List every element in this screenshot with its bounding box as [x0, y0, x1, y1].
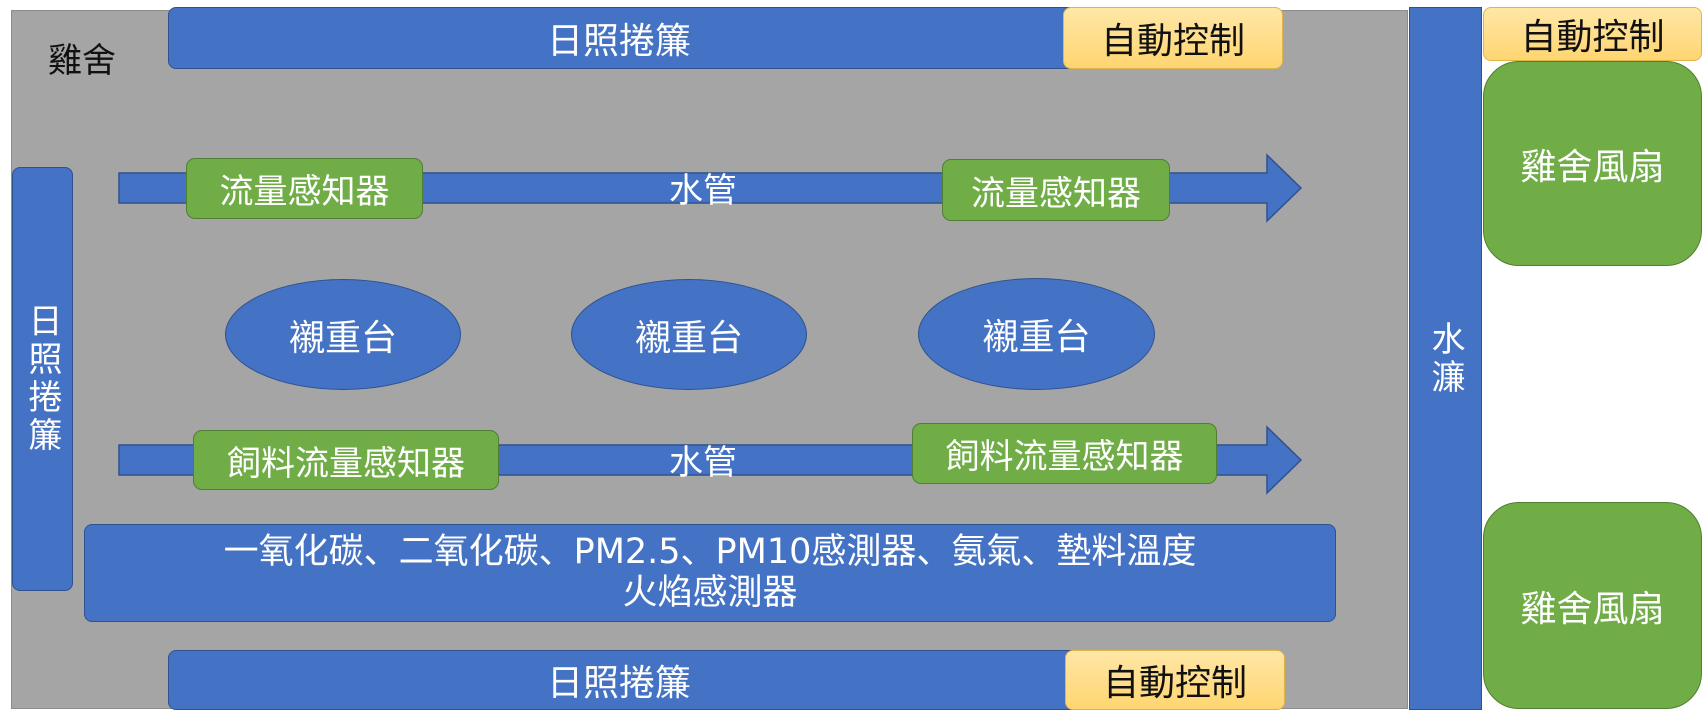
water-curtain-label: 水濂 [1425, 320, 1465, 397]
auto-control-bottom: 自動控制 [1065, 650, 1285, 710]
flow-sensor-2: 流量感知器 [942, 159, 1170, 221]
weighing-platform-3: 襯重台 [918, 278, 1155, 390]
flow-sensor-1: 流量感知器 [186, 158, 423, 219]
sunshade-left: 日照捲簾 [12, 167, 73, 591]
auto-control-right: 自動控制 [1483, 7, 1702, 61]
feed-flow-sensor-1: 飼料流量感知器 [193, 430, 499, 490]
coop-fan-2: 雞舍風扇 [1483, 502, 1702, 709]
water-curtain: 水濂 [1409, 7, 1482, 710]
feed-flow-sensor-2: 飼料流量感知器 [912, 423, 1217, 484]
water-pipe-label-1: 水管 [669, 170, 737, 211]
weighing-platform-1: 襯重台 [225, 279, 461, 390]
sunshade-top-label: 日照捲簾 [546, 21, 691, 62]
auto-control-top: 自動控制 [1063, 7, 1283, 69]
sensors-line-2: 火焰感測器 [622, 573, 798, 613]
weighing-platform-2: 襯重台 [571, 279, 807, 390]
coop-label: 雞舍 [48, 41, 116, 81]
sunshade-bottom-label: 日照捲簾 [546, 663, 691, 704]
sunshade-left-label: 日照捲簾 [22, 303, 62, 455]
coop-fan-1: 雞舍風扇 [1483, 61, 1702, 266]
environment-sensors-panel: 一氧化碳、二氧化碳、PM2.5、PM10感測器、氨氣、墊料溫度 火焰感測器 [84, 524, 1336, 622]
sensors-line-1: 一氧化碳、二氧化碳、PM2.5、PM10感測器、氨氣、墊料溫度 [223, 531, 1197, 572]
water-pipe-label-2: 水管 [669, 442, 737, 483]
